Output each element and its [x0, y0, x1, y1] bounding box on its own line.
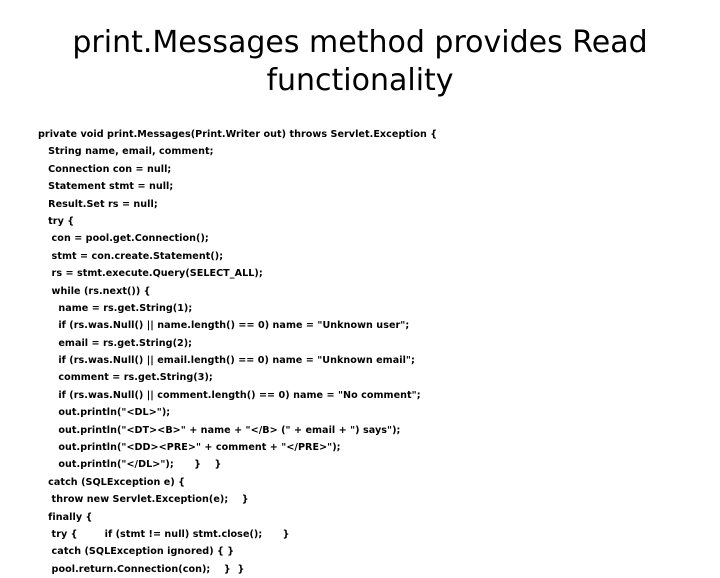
code-line: out.println("<DL>");	[38, 407, 171, 419]
code-line: throw new Servlet.Exception(e); }	[38, 494, 249, 506]
code-line: email = rs.get.String(2);	[38, 337, 193, 349]
code-line: Connection con = null;	[38, 163, 172, 175]
code-line: pool.return.Connection(con); } }	[38, 563, 245, 575]
code-line: if (rs.was.Null() || comment.length() ==…	[38, 389, 421, 401]
code-line: stmt = con.create.Statement();	[38, 250, 224, 262]
code-line: finally {	[38, 511, 93, 523]
code-block: private void print.Messages(Print.Writer…	[38, 126, 678, 578]
code-line: name = rs.get.String(1);	[38, 302, 193, 314]
code-line: Statement stmt = null;	[38, 181, 174, 193]
code-line: try { if (stmt != null) stmt.close(); }	[38, 528, 290, 540]
code-line: out.println("<DD><PRE>" + comment + "</P…	[38, 442, 341, 454]
code-line: if (rs.was.Null() || email.length() == 0…	[38, 355, 415, 367]
code-line: Result.Set rs = null;	[38, 198, 158, 210]
code-line: private void print.Messages(Print.Writer…	[38, 129, 438, 140]
code-line: con = pool.get.Connection();	[38, 233, 209, 245]
code-line: out.println("</DL>"); } }	[38, 459, 222, 471]
code-line: catch (SQLException ignored) { }	[38, 546, 235, 558]
code-line: String name, email, comment;	[38, 146, 214, 158]
code-line: out.println("<DT><B>" + name + "</B> (" …	[38, 424, 401, 436]
page-title: print.Messages method provides Read func…	[72, 25, 658, 98]
code-line: while (rs.next()) {	[38, 285, 151, 297]
code-line: catch (SQLException e) {	[38, 476, 186, 488]
code-line: try {	[38, 215, 75, 227]
slide-canvas: print.Messages method provides Read func…	[38, 25, 658, 575]
code-line: if (rs.was.Null() || name.length() == 0)…	[38, 320, 410, 332]
code-line: rs = stmt.execute.Query(SELECT_ALL);	[38, 268, 263, 280]
code-line: comment = rs.get.String(3);	[38, 372, 213, 384]
